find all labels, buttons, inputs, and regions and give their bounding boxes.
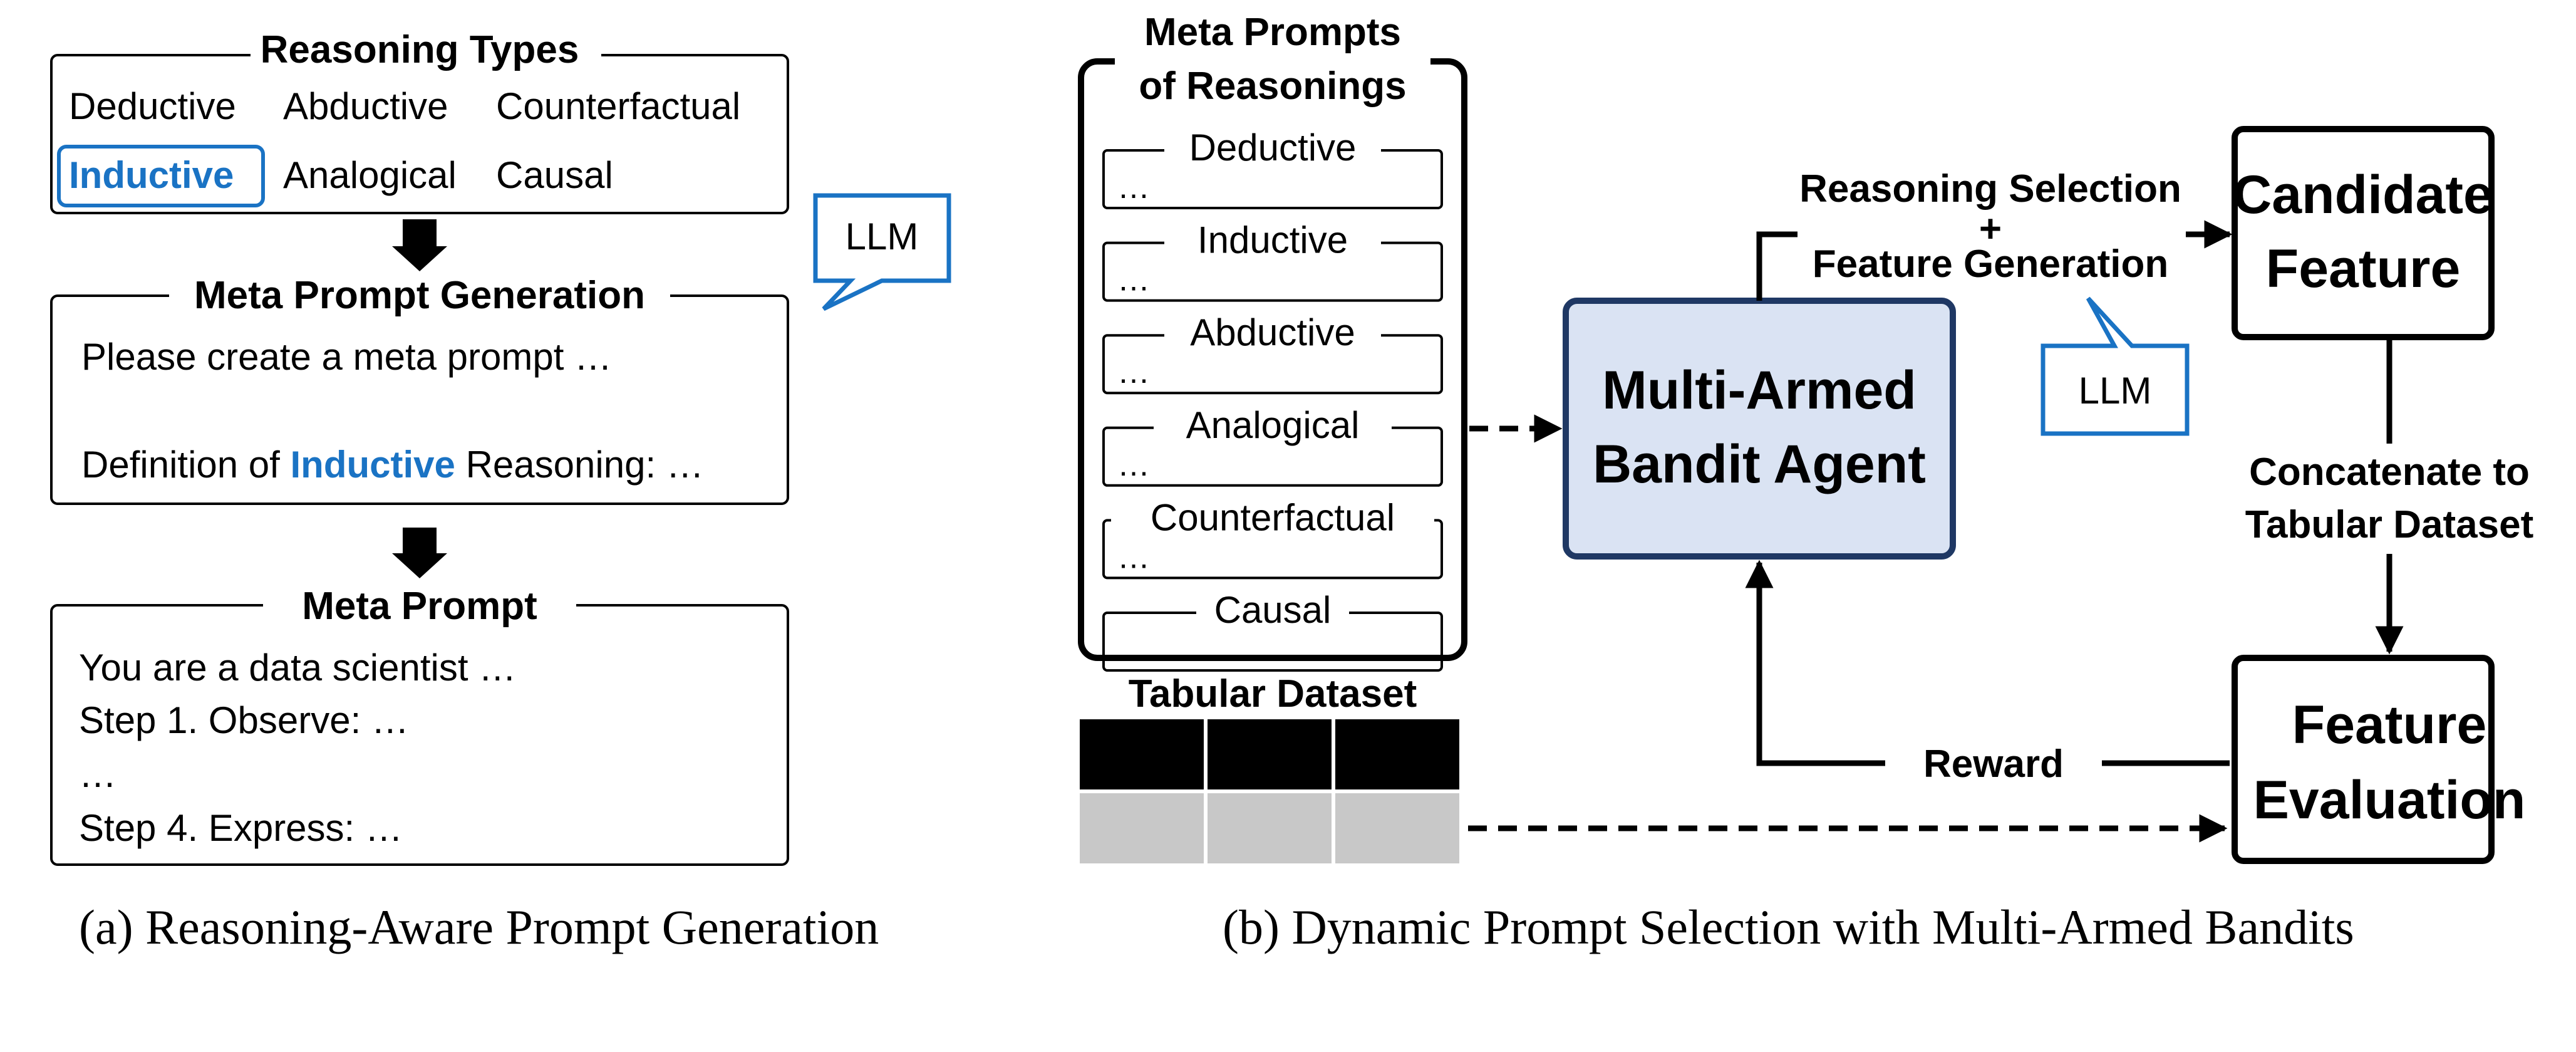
meta-prompt-item-label: Analogical <box>1186 404 1360 446</box>
meta-prompt-item-label: Causal <box>1214 589 1332 631</box>
reasoning-type-counterfactual: Counterfactual <box>496 85 740 127</box>
llm-label-a: LLM <box>846 216 919 258</box>
concat-label-line2: Tabular Dataset <box>2245 503 2534 546</box>
reasoning-type-abductive: Abductive <box>283 85 448 127</box>
meta-prompt-line-1: You are a data scientist … <box>79 647 516 689</box>
meta-prompt-item-body: … <box>1117 262 1150 298</box>
meta-prompt-items: Deductive…Inductive…Abductive…Analogical… <box>1102 127 1443 672</box>
dataset-header-cell <box>1335 719 1459 789</box>
multi-armed-bandit-agent-box: Multi-Armed Bandit Agent <box>1563 298 1956 560</box>
meta-prompt-generation-box: Meta Prompt Generation Please create a m… <box>50 274 789 505</box>
reward-label: Reward <box>1923 742 2064 786</box>
reasoning-type-analogical: Analogical <box>283 154 457 196</box>
feature-evaluation-box: Feature Evaluation <box>2232 655 2526 864</box>
reasoning-types-box: Reasoning Types Deductive Abductive Coun… <box>50 28 789 214</box>
llm-bubble-b: LLM <box>2041 296 2190 436</box>
reasoning-type-deductive: Deductive <box>69 85 236 127</box>
panel-b: Meta Prompts of Reasonings Deductive…Ind… <box>1078 6 2537 954</box>
meta-prompt-item-analogical: Analogical … <box>1102 404 1443 487</box>
selection-plus-label: + <box>1979 207 2002 251</box>
dataset-header-cell <box>1080 719 1204 789</box>
meta-prompt-item-label: Inductive <box>1197 219 1348 261</box>
meta-prompt-item-label: Abductive <box>1190 311 1355 353</box>
candidate-feature-box: Candidate Feature <box>2232 126 2495 340</box>
meta-prompt-item-body: … <box>1117 169 1150 206</box>
meta-prompt-item-abductive: Abductive … <box>1102 311 1443 395</box>
meta-prompt-item-label: Counterfactual <box>1151 496 1395 538</box>
arrow-reward-to-agent <box>1745 560 2230 766</box>
reasoning-type-causal: Causal <box>496 154 613 196</box>
panel-a: Reasoning Types Deductive Abductive Coun… <box>50 28 951 954</box>
candidate-feature-line2: Feature <box>2266 239 2461 299</box>
tabular-dataset: Tabular Dataset <box>1080 672 1459 863</box>
tabular-dataset-title: Tabular Dataset <box>1129 672 1417 716</box>
meta-prompt-item-body: … <box>1117 539 1150 575</box>
agent-label-line2: Bandit Agent <box>1593 434 1926 494</box>
reasoning-types-title: Reasoning Types <box>261 28 579 71</box>
reasoning-type-inductive: Inductive <box>69 154 234 196</box>
meta-prompts-title-line2: of Reasonings <box>1139 65 1406 108</box>
meta-prompt-item-body: … <box>1117 447 1150 483</box>
meta-prompts-container: Meta Prompts of Reasonings Deductive…Ind… <box>1078 6 1467 672</box>
meta-prompt-generation-title: Meta Prompt Generation <box>194 274 645 317</box>
agent-label-line1: Multi-Armed <box>1602 360 1916 420</box>
meta-prompt-item-inductive: Inductive … <box>1102 219 1443 302</box>
meta-prompt-line-2: Step 1. Observe: … <box>79 699 409 741</box>
llm-label-b: LLM <box>2079 370 2152 412</box>
meta-prompt-line-3: … <box>79 753 116 795</box>
meta-prompt-item-deductive: Deductive … <box>1102 127 1443 209</box>
reasoning-selection-label: Reasoning Selection <box>1799 167 2181 211</box>
meta-prompt-item-causal: Causal … <box>1102 589 1443 672</box>
dataset-row-cell <box>1080 793 1204 863</box>
caption-a: (a) Reasoning-Aware Prompt Generation <box>79 900 879 954</box>
meta-prompt-item-label: Deductive <box>1189 127 1357 169</box>
meta-prompt-generation-line2: Definition of Inductive Reasoning: … <box>81 444 704 486</box>
meta-prompt-box: Meta Prompt You are a data scientist … S… <box>50 585 789 866</box>
meta-prompt-item-counterfactual: Counterfactual… <box>1102 496 1443 580</box>
dataset-row-cell <box>1335 793 1459 863</box>
feature-evaluation-line1: Feature <box>2292 695 2487 755</box>
meta-prompt-line-4: Step 4. Express: … <box>79 807 403 849</box>
feature-evaluation-line2: Evaluation <box>2253 770 2526 830</box>
candidate-feature-line1: Candidate <box>2233 165 2493 225</box>
meta-prompt-title: Meta Prompt <box>302 585 537 628</box>
meta-prompts-title-line1: Meta Prompts <box>1144 11 1401 54</box>
down-arrow-1 <box>392 219 447 271</box>
llm-bubble-a: LLM <box>813 193 951 311</box>
down-arrow-2 <box>392 528 447 578</box>
dataset-header-cell <box>1208 719 1332 789</box>
feature-generation-label: Feature Generation <box>1813 242 2168 286</box>
dataset-grid <box>1080 719 1459 863</box>
concat-label-line1: Concatenate to <box>2249 450 2530 494</box>
caption-b: (b) Dynamic Prompt Selection with Multi-… <box>1223 900 2354 954</box>
meta-prompt-item-body: … <box>1117 632 1150 668</box>
inductive-highlight-frame <box>57 145 265 207</box>
dataset-row-cell <box>1208 793 1332 863</box>
meta-prompt-generation-line1: Please create a meta prompt … <box>81 336 612 378</box>
meta-prompt-item-body: … <box>1117 354 1150 390</box>
